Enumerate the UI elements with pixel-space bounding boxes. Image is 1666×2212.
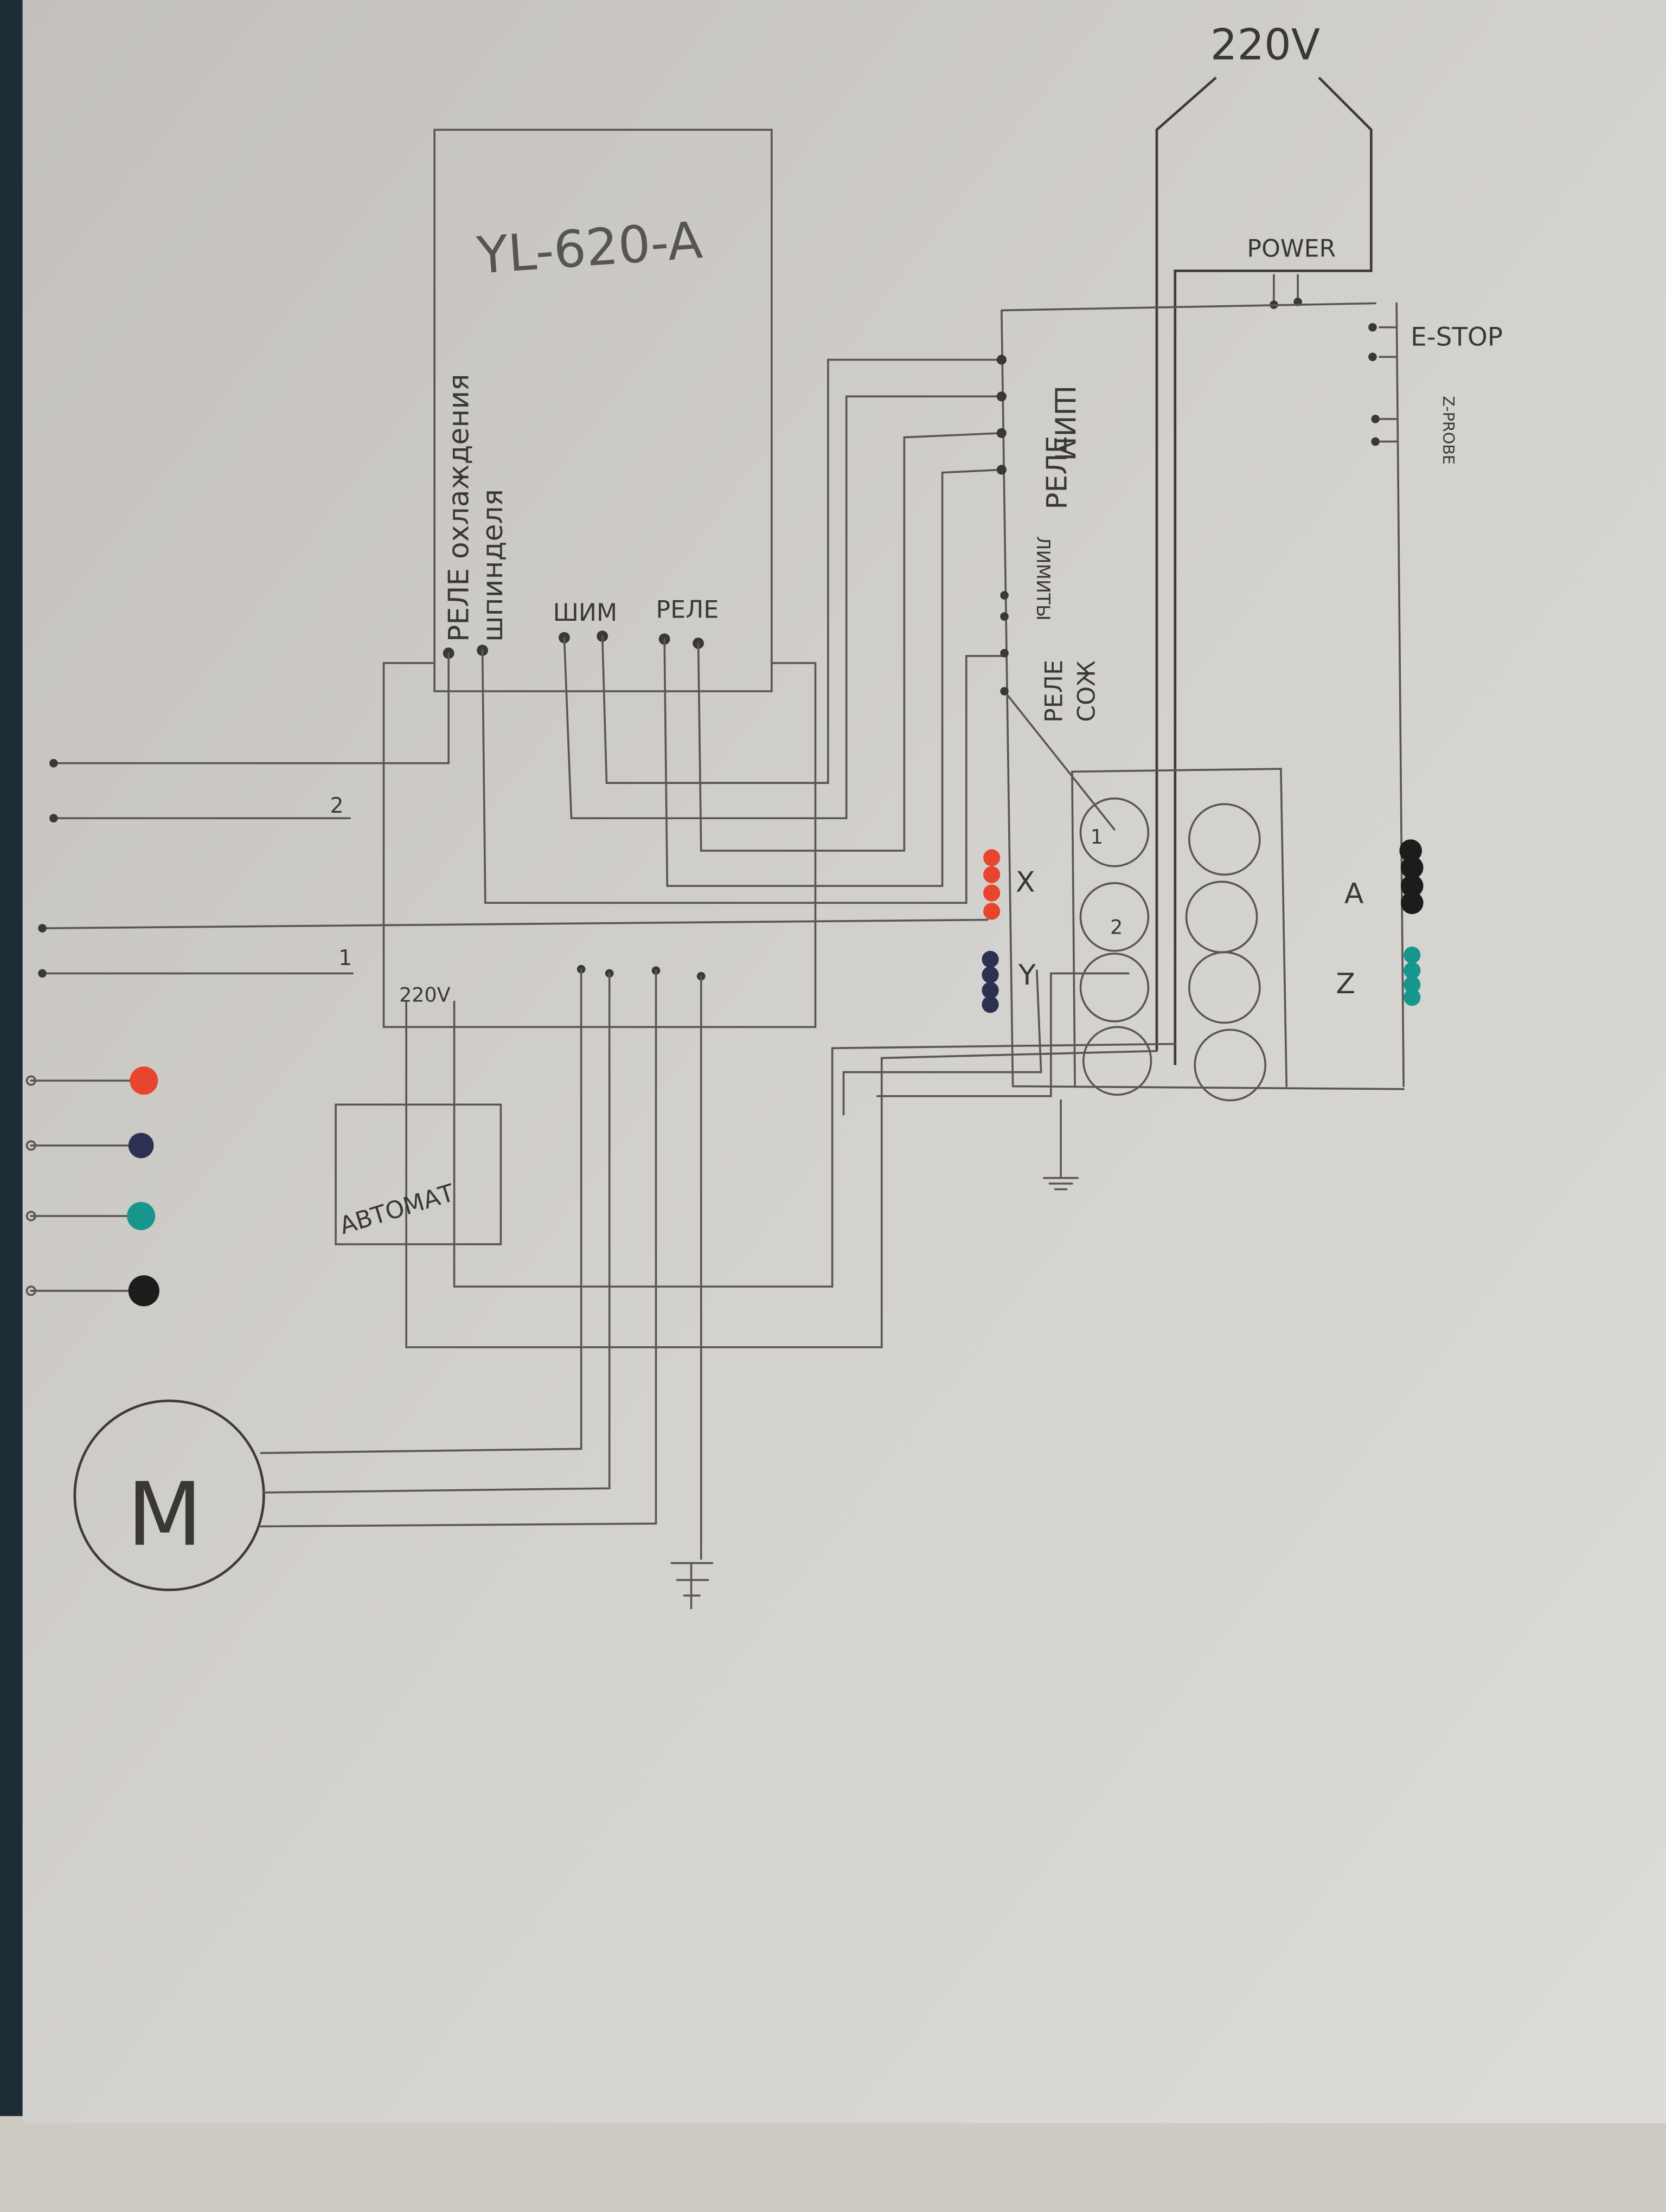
color-legend [25, 1066, 159, 1307]
vfd-pwm-label: ШИМ [553, 599, 617, 627]
axis-x-label: X [1016, 866, 1035, 898]
axis-x-connector [983, 849, 1001, 920]
spindle-cooling-relay-label-2: шпинделя [477, 489, 509, 642]
paper-sheet [22, 0, 1666, 2124]
controller-board [996, 302, 1405, 1090]
mains-wire-l [1155, 76, 1217, 1051]
wire-end [38, 924, 47, 933]
signal-wires [41, 358, 1116, 975]
legend-red-dot [130, 1066, 158, 1095]
mains-wire-r [1174, 76, 1373, 1065]
axis-a-connector [1399, 839, 1424, 915]
motor-label: M [127, 1464, 202, 1566]
controller-pwm-label: ШИМ [1048, 385, 1081, 461]
coolant-relay-label: РЕЛЕ [1041, 660, 1068, 723]
axis-y-label: Y [1018, 959, 1036, 992]
estop-label: E-STOP [1411, 323, 1503, 352]
axis-a-label: A [1344, 877, 1364, 910]
mains-label: 220V [1210, 21, 1320, 69]
wire-end [49, 814, 58, 822]
legend-teal-dot [127, 1201, 156, 1230]
wire-end [49, 758, 58, 768]
controller-relay-label: РЕЛЕ [1041, 436, 1074, 510]
axis-z-connector [1404, 946, 1421, 1006]
axis-z-label: Z [1336, 968, 1355, 1000]
vfd-relay-label: РЕЛЕ [656, 596, 719, 624]
connector-pin-2: 2 [1110, 916, 1123, 939]
legend-black-dot [128, 1275, 159, 1307]
motor-wires [260, 968, 702, 1560]
limits-label: ЛИМИТЫ [1033, 536, 1054, 621]
spindle-cooling-relay-label: РЕЛЕ охлаждения [443, 374, 476, 641]
connector-pin-1: 1 [1091, 825, 1103, 848]
wire-end [38, 969, 47, 978]
wire-2-label: 2 [330, 794, 344, 818]
wire-1-label: 1 [338, 946, 352, 970]
axis-y-connector [982, 950, 999, 1013]
vfd-power-label: 220V [399, 983, 450, 1006]
zprobe-label: Z-PROBE [1439, 396, 1458, 465]
power-label: POWER [1247, 235, 1336, 263]
breaker-box [335, 1103, 502, 1245]
ground-icon [670, 1562, 714, 1610]
dark-edge [0, 0, 25, 2117]
power-leads [1273, 274, 1299, 305]
motor-symbol [73, 1399, 265, 1591]
vfd-box: YL-620-A РЕЛЕ охлаждения шпинделя ШИМ РЕ… [433, 128, 773, 692]
legend-navy-dot [128, 1133, 154, 1159]
coolant-relay-label-2: СОЖ [1073, 660, 1101, 722]
panel-connector [842, 768, 1288, 1191]
